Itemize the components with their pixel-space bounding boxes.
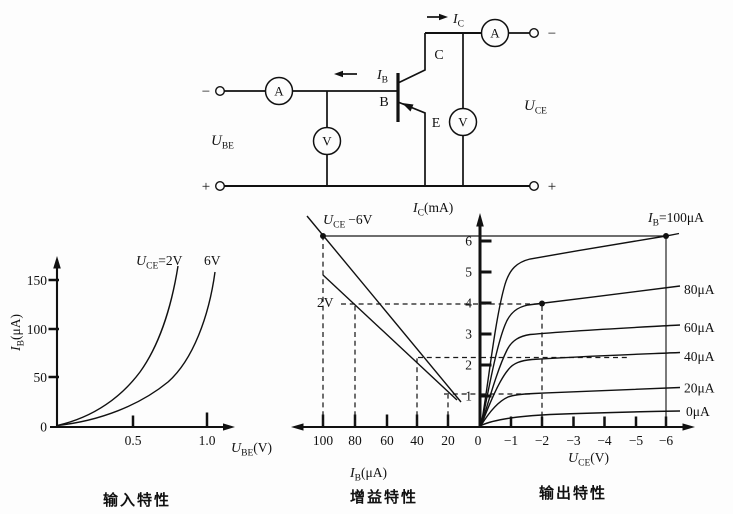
output-curve-label-60uA: 60μA <box>684 320 715 335</box>
input-x-tick-05: 0.5 <box>125 433 142 448</box>
input-y-axis-arrow-icon <box>53 256 61 269</box>
gain-x-axis-arrow-icon <box>291 423 304 431</box>
transistor-emitter-lead <box>397 101 426 186</box>
pnp-emitter-arrow-icon <box>402 103 414 112</box>
input-y-tick-150: 150 <box>27 273 48 288</box>
terminal-node <box>214 85 225 96</box>
output-x-tick-0: 0 <box>475 433 482 448</box>
ic-tick-5: 5 <box>465 265 472 280</box>
output-characteristics-chart: 1 2 3 4 5 6 IC(mA) 0 −1 −2 −3 −4 −5 −6 U… <box>325 200 715 502</box>
ube-label: UBE <box>211 133 234 152</box>
input-x-axis-arrow-icon <box>223 423 235 431</box>
gain-marked-point-100uA <box>320 233 326 239</box>
voltmeter-ube-icon <box>312 126 342 156</box>
ib-arrow-left-icon <box>334 70 343 78</box>
output-x-tick-m4: −4 <box>597 433 612 448</box>
output-curve-40uA <box>480 351 681 426</box>
output-x-tick-m5: −5 <box>629 433 644 448</box>
gain-x-tick-20: 20 <box>441 433 455 448</box>
output-x-axis-title: UCE(V) <box>568 450 609 469</box>
output-x-tick-m1: −1 <box>504 433 518 448</box>
output-curve-label-80uA: 80μA <box>684 282 715 297</box>
gain-line2-label: 2V <box>317 295 334 310</box>
output-curve-0uA <box>480 410 681 427</box>
output-curve-label-0uA: 0μA <box>686 404 710 419</box>
input-y-axis-title: IB(μA) <box>8 314 27 352</box>
collector-node-label: C <box>434 48 443 63</box>
ic-tick-3: 3 <box>465 327 472 342</box>
gain-x-axis-title: IB(μA) <box>349 465 387 484</box>
terminal-node <box>529 28 540 39</box>
output-curve-60uA <box>480 324 681 426</box>
base-node-label: B <box>379 95 388 110</box>
right-top-minus-sign: − <box>548 26 556 42</box>
voltmeter-uce-icon <box>448 107 478 137</box>
transistor-collector-lead <box>397 33 426 84</box>
ammeter-collector-label: A <box>490 26 500 41</box>
right-bottom-plus-sign: + <box>548 179 556 195</box>
output-curve-label-20uA: 20μA <box>684 381 715 396</box>
output-marked-point-80uA <box>539 300 545 307</box>
output-curve-label-100uA: IB=100μA <box>647 210 704 229</box>
input-curve1-label: UCE=2V <box>136 253 183 272</box>
terminal-node <box>529 180 540 191</box>
gain-chart-caption: 增益特性 <box>350 488 418 506</box>
ib-label: IB <box>376 68 388 86</box>
ic-y-axis-arrow-icon <box>476 213 484 227</box>
output-x-tick-m3: −3 <box>566 433 581 448</box>
uce-label: UCE <box>524 98 547 117</box>
output-curve-100uA <box>480 232 680 426</box>
output-chart-caption: 输出特性 <box>539 484 607 502</box>
output-curve-label-40uA: 40μA <box>684 349 715 364</box>
input-characteristics-chart: 0 50 100 150 0.5 1.0 IB(μA) UBE(V) UCE=2… <box>8 253 272 509</box>
voltmeter-ube-label: V <box>322 134 332 149</box>
input-curve-uce-2v <box>56 265 179 427</box>
ic-tick-1: 1 <box>465 389 472 404</box>
output-marked-point-100uA <box>663 233 669 239</box>
input-y-tick-100: 100 <box>27 322 48 337</box>
input-x-tick-10: 1.0 <box>199 433 216 448</box>
input-x-axis-title: UBE(V) <box>231 440 272 459</box>
ic-axis-title: IC(mA) <box>412 200 453 219</box>
input-y-tick-50: 50 <box>34 370 48 385</box>
ic-tick-6: 6 <box>465 234 472 249</box>
output-curve-80uA <box>480 285 681 426</box>
input-y-tick-0: 0 <box>40 420 47 435</box>
terminal-node <box>214 180 225 191</box>
output-x-tick-m6: −6 <box>659 433 674 448</box>
ammeter-base-label: A <box>274 84 284 99</box>
left-top-minus-sign: − <box>202 84 210 100</box>
gain-line1-label: UCE−6V <box>323 212 373 231</box>
input-curve2-label: 6V <box>204 253 221 268</box>
output-x-axis-arrow-icon <box>682 423 695 431</box>
shared-x-axis <box>291 423 695 431</box>
gain-x-tick-80: 80 <box>348 433 362 448</box>
gain-x-tick-60: 60 <box>380 433 394 448</box>
input-curve-uce-6v <box>56 271 216 427</box>
gain-line-uce-minus6v <box>306 215 462 403</box>
voltmeter-uce-label: V <box>458 115 468 130</box>
ic-tick-2: 2 <box>465 358 472 373</box>
ic-tick-4: 4 <box>465 296 472 311</box>
output-curve-20uA <box>480 386 681 426</box>
circuit-diagram: − A V UBE IB B C E IC A − <box>202 12 556 195</box>
ic-arrow-right-icon <box>439 13 448 21</box>
gain-x-tick-100: 100 <box>313 433 334 448</box>
output-x-tick-m2: −2 <box>535 433 549 448</box>
gain-x-tick-40: 40 <box>410 433 424 448</box>
input-chart-caption: 输入特性 <box>103 491 171 509</box>
left-bottom-plus-sign: + <box>202 179 210 195</box>
gain-line-uce-2v <box>322 274 458 401</box>
gain-characteristics-chart: 100 80 60 40 20 UCE−6V 2V IB(μA) 增益特性 <box>306 212 479 506</box>
emitter-node-label: E <box>432 116 441 131</box>
ic-label: IC <box>452 12 464 30</box>
